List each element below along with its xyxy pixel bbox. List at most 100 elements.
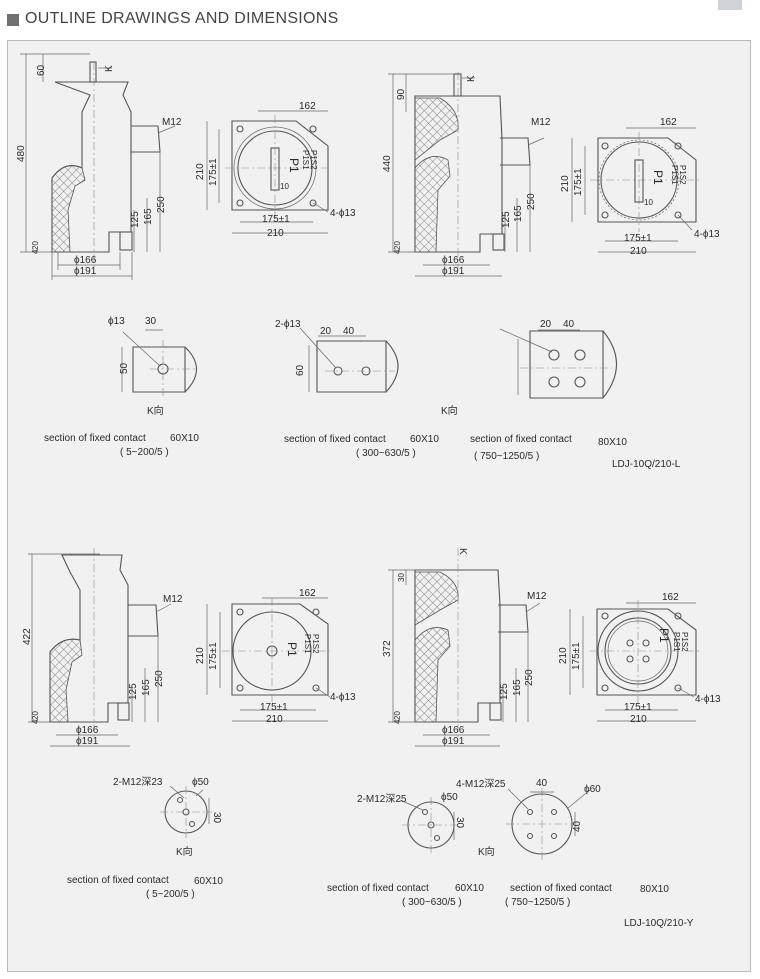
k-view-3: 20 40 <box>499 319 617 399</box>
plan2-dim-175-horizontal: 175±1 <box>624 233 652 244</box>
plan4-dim-210-horizontal: 210 <box>630 714 647 725</box>
plan4-p1s1: P1S1 <box>672 632 681 652</box>
dim-60: 60 <box>36 64 47 76</box>
plan3-holes: 4-ϕ13 <box>330 692 356 703</box>
dim-372: 372 <box>382 640 393 657</box>
section2-size: 60X10 <box>410 434 439 445</box>
plan3-dim-175-horizontal: 175±1 <box>260 702 288 713</box>
kview3-dim-40: 40 <box>563 319 575 330</box>
section5-range: ( 300~630/5 ) <box>402 897 462 908</box>
section5-size: 60X10 <box>455 883 484 894</box>
circular-view-1: 2-M12深23 ϕ50 30 K向 <box>113 776 222 858</box>
section1-range: ( 5~200/5 ) <box>120 447 169 458</box>
plan-view-3: 162 210 175±1 P1 P1S1 P1S2 4-ϕ13 175±1 2… <box>195 588 356 725</box>
cview3-phi60: ϕ60 <box>584 784 601 795</box>
cview1-direction: K向 <box>176 845 193 858</box>
k-marker: K <box>457 548 468 555</box>
dim-165: 165 <box>512 679 523 696</box>
section6-label: section of fixed contact <box>510 883 612 894</box>
plan3-dim-162: 162 <box>299 588 316 599</box>
k-marker: K <box>104 65 115 72</box>
section4-range: ( 5~200/5 ) <box>146 889 195 900</box>
section1-size: 60X10 <box>170 433 199 444</box>
section3-range: ( 750~1250/5 ) <box>474 451 539 462</box>
plan4-dim-175-horizontal: 175±1 <box>624 702 652 713</box>
dim-125: 125 <box>130 211 141 228</box>
dim-125: 125 <box>499 683 510 700</box>
dim-20: 20 <box>393 241 402 250</box>
section2-range: ( 300~630/5 ) <box>356 448 416 459</box>
section4-size: 60X10 <box>194 876 223 887</box>
dim-30: 30 <box>397 573 406 582</box>
plan1-dim-175-horizontal: 175±1 <box>262 214 290 225</box>
kview1-dim-50: 50 <box>119 362 130 374</box>
dim-20: 20 <box>393 711 402 720</box>
kview2-dim-20: 20 <box>320 326 332 337</box>
dim-phi191: ϕ191 <box>442 736 465 747</box>
model-code-2: LDJ-10Q/210-Y <box>624 918 694 929</box>
plan3-dim-210-horizontal: 210 <box>266 714 283 725</box>
plan2-p1s2: P1S2 <box>678 165 687 185</box>
dim-165: 165 <box>513 205 524 222</box>
plan2-p1: P1 <box>651 170 665 185</box>
section-captions-row-2: section of fixed contact 60X10 ( 5~200/5… <box>67 875 694 929</box>
plan2-dim-10: 10 <box>644 198 653 207</box>
dim-422: 422 <box>22 628 33 645</box>
cview2-thread: 2-M12深25 <box>357 793 407 805</box>
circular-view-2: 2-M12深25 ϕ50 30 K向 <box>357 792 495 858</box>
plan1-dim-10: 10 <box>280 182 289 191</box>
plan4-dim-210-vertical: 210 <box>558 647 569 664</box>
section6-size: 80X10 <box>640 884 669 895</box>
kview3-dim-20: 20 <box>540 319 552 330</box>
plan1-dim-210-horizontal: 210 <box>267 228 284 239</box>
side-view-drawing-1: 60 K 480 M12 125 165 250 20 4 ϕ166 ϕ191 <box>16 53 182 280</box>
label-m12: M12 <box>531 117 551 128</box>
kview1-phi13: ϕ13 <box>108 316 125 327</box>
dim-phi166: ϕ166 <box>442 725 465 736</box>
cview1-phi50: ϕ50 <box>192 777 209 788</box>
plan-view-1: 162 210 175±1 P1 P1S1 P1S2 10 4-ϕ13 175±… <box>195 101 356 239</box>
cview1-thread: 2-M12深23 <box>113 776 163 788</box>
side-view-drawing-3: 422 M12 125 165 250 20 4 ϕ166 ϕ191 <box>22 548 183 747</box>
dim-440: 440 <box>382 155 393 172</box>
dim-phi166: ϕ166 <box>76 725 99 736</box>
k-view-1: ϕ13 30 50 K向 <box>108 316 198 417</box>
kview1-dim-30: 30 <box>145 316 157 327</box>
plan3-p1: P1 <box>285 642 299 657</box>
dim-250: 250 <box>526 193 537 210</box>
dim-250: 250 <box>154 670 165 687</box>
dim-20: 20 <box>31 711 40 720</box>
section-captions-row-1: section of fixed contact 60X10 ( 5~200/5… <box>44 433 681 470</box>
dim-4: 4 <box>393 719 402 724</box>
section4-label: section of fixed contact <box>67 875 169 886</box>
dim-4: 4 <box>31 719 40 724</box>
plan1-dim-175-vertical: 175±1 <box>208 158 219 186</box>
side-view-drawing-4: K 30 372 M12 125 165 250 20 4 ϕ166 ϕ191 <box>382 548 547 747</box>
dim-4: 4 <box>393 249 402 254</box>
plan1-holes: 4-ϕ13 <box>330 208 356 219</box>
dim-4: 4 <box>31 249 40 254</box>
plan1-p1s1: P1S1 <box>301 150 310 170</box>
label-m12: M12 <box>163 594 183 605</box>
k-view-2: 2-ϕ13 20 40 60 K向 <box>275 319 458 417</box>
kview2-holes: 2-ϕ13 <box>275 319 301 330</box>
dim-250: 250 <box>524 669 535 686</box>
dim-480: 480 <box>16 145 27 162</box>
cview1-dim-30: 30 <box>211 812 222 824</box>
dim-phi191: ϕ191 <box>76 736 99 747</box>
plan2-dim-175-vertical: 175±1 <box>573 168 584 196</box>
page-title: OUTLINE DRAWINGS AND DIMENSIONS <box>25 10 339 27</box>
plan4-dim-175-vertical: 175±1 <box>571 642 582 670</box>
cview2-dim-30: 30 <box>454 817 465 829</box>
dim-phi166: ϕ166 <box>442 255 465 266</box>
dim-165: 165 <box>141 679 152 696</box>
plan2-p1s1: P1S1 <box>670 165 679 185</box>
section5-label: section of fixed contact <box>327 883 429 894</box>
dim-125: 125 <box>128 683 139 700</box>
dim-90: 90 <box>396 88 407 100</box>
plan2-dim-162: 162 <box>660 117 677 128</box>
header-square-bullet <box>7 14 19 26</box>
dim-125: 125 <box>501 211 512 228</box>
dim-20: 20 <box>31 241 40 250</box>
